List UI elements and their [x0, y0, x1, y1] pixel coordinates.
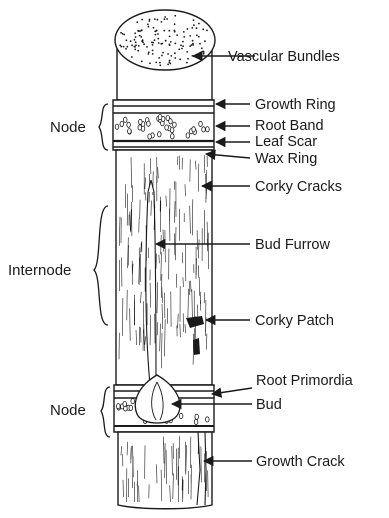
label-wax-ring: Wax Ring	[255, 151, 317, 167]
label-corky-cracks: Corky Cracks	[255, 179, 342, 195]
brace-internode	[94, 206, 108, 325]
stalk	[113, 10, 215, 509]
label-root-band: Root Band	[255, 118, 324, 134]
brace-node-bottom	[101, 387, 110, 437]
label-leaf-scar: Leaf Scar	[255, 134, 317, 150]
label-growth-ring: Growth Ring	[255, 97, 336, 113]
label-vascular-bundles: Vascular Bundles	[228, 49, 340, 65]
label-corky-patch: Corky Patch	[255, 313, 334, 329]
label-root-primordia: Root Primordia	[256, 373, 354, 389]
brace-node-top	[99, 104, 108, 150]
label-node-top: Node	[50, 119, 86, 136]
label-growth-crack: Growth Crack	[256, 454, 345, 470]
region-braces	[94, 104, 110, 437]
label-node-bottom: Node	[50, 402, 86, 419]
label-internode: Internode	[8, 262, 71, 279]
label-bud-furrow: Bud Furrow	[255, 237, 330, 253]
label-bud: Bud	[256, 397, 282, 413]
